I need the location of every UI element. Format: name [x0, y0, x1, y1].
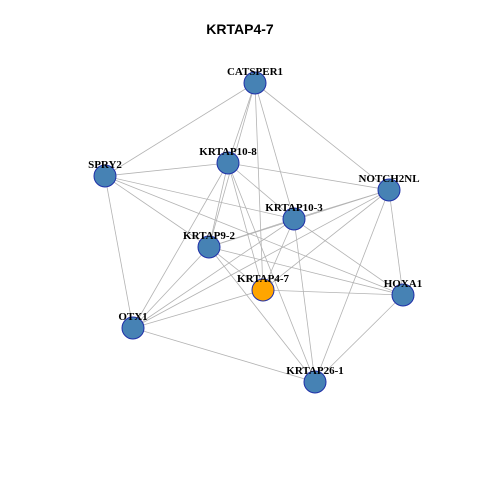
- edge-catsper1-krtap4-7: [254, 82, 264, 291]
- edge-spry2-hoxa1: [104, 175, 404, 296]
- edge-catsper1-krtap10-8: [227, 82, 256, 164]
- node-label-krtap4-7: KRTAP4-7: [237, 273, 289, 285]
- edge-catsper1-krtap10-3: [254, 82, 295, 220]
- graph-title: KRTAP4-7: [206, 21, 274, 37]
- node-krtap10-3: [282, 207, 306, 231]
- edge-krtap10-3-krtap9-2: [208, 218, 295, 248]
- edge-krtap10-8-otx1: [132, 162, 229, 329]
- edge-krtap10-3-krtap4-7: [262, 218, 295, 291]
- node-hoxa1: [391, 283, 415, 307]
- edge-catsper1-notch2nl: [254, 82, 390, 191]
- edge-catsper1-spry2: [104, 82, 256, 177]
- node-krtap10-8: [216, 151, 240, 175]
- edge-spry2-krtap10-3: [104, 175, 295, 220]
- edge-krtap10-8-krtap10-3: [227, 162, 295, 220]
- edge-krtap10-3-otx1: [132, 218, 295, 329]
- node-label-krtap10-3: KRTAP10-3: [265, 202, 323, 214]
- edge-notch2nl-hoxa1: [388, 189, 404, 296]
- edge-krtap9-2-krtap26-1: [208, 246, 316, 383]
- edge-hoxa1-krtap26-1: [314, 294, 404, 383]
- edge-krtap10-8-notch2nl: [227, 162, 390, 191]
- edge-krtap10-3-hoxa1: [293, 218, 404, 296]
- edge-otx1-krtap26-1: [132, 327, 316, 383]
- node-notch2nl: [377, 178, 401, 202]
- edge-layer: [104, 82, 404, 383]
- node-label-krtap9-2: KRTAP9-2: [183, 230, 235, 242]
- edge-krtap10-8-krtap4-7: [227, 162, 264, 291]
- edge-krtap4-7-hoxa1: [262, 289, 404, 296]
- node-label-otx1: OTX1: [118, 311, 147, 323]
- node-spry2: [93, 164, 117, 188]
- node-otx1: [121, 316, 145, 340]
- node-krtap9-2: [197, 235, 221, 259]
- edge-krtap10-8-krtap26-1: [227, 162, 316, 383]
- node-layer: [93, 71, 415, 394]
- node-krtap4-7: [251, 278, 275, 302]
- edge-notch2nl-krtap26-1: [314, 189, 390, 383]
- edge-krtap10-8-krtap9-2: [208, 162, 229, 248]
- edge-notch2nl-krtap4-7: [262, 189, 390, 291]
- node-label-hoxa1: HOXA1: [384, 278, 423, 290]
- edge-krtap9-2-hoxa1: [208, 246, 404, 296]
- edge-notch2nl-otx1: [132, 189, 390, 329]
- node-catsper1: [243, 71, 267, 95]
- edge-krtap9-2-krtap4-7: [208, 246, 264, 291]
- edge-spry2-otx1: [104, 175, 134, 329]
- edge-krtap10-3-krtap26-1: [293, 218, 316, 383]
- edge-spry2-krtap10-8: [104, 162, 229, 177]
- edge-krtap9-2-otx1: [132, 246, 210, 329]
- node-label-catsper1: CATSPER1: [227, 66, 283, 78]
- node-label-spry2: SPRY2: [88, 159, 122, 171]
- node-label-krtap26-1: KRTAP26-1: [286, 365, 343, 377]
- edge-spry2-krtap9-2: [104, 175, 210, 248]
- node-krtap26-1: [303, 370, 327, 394]
- node-label-krtap10-8: KRTAP10-8: [199, 146, 257, 158]
- edge-krtap4-7-otx1: [132, 289, 264, 329]
- node-label-notch2nl: NOTCH2NL: [358, 173, 419, 185]
